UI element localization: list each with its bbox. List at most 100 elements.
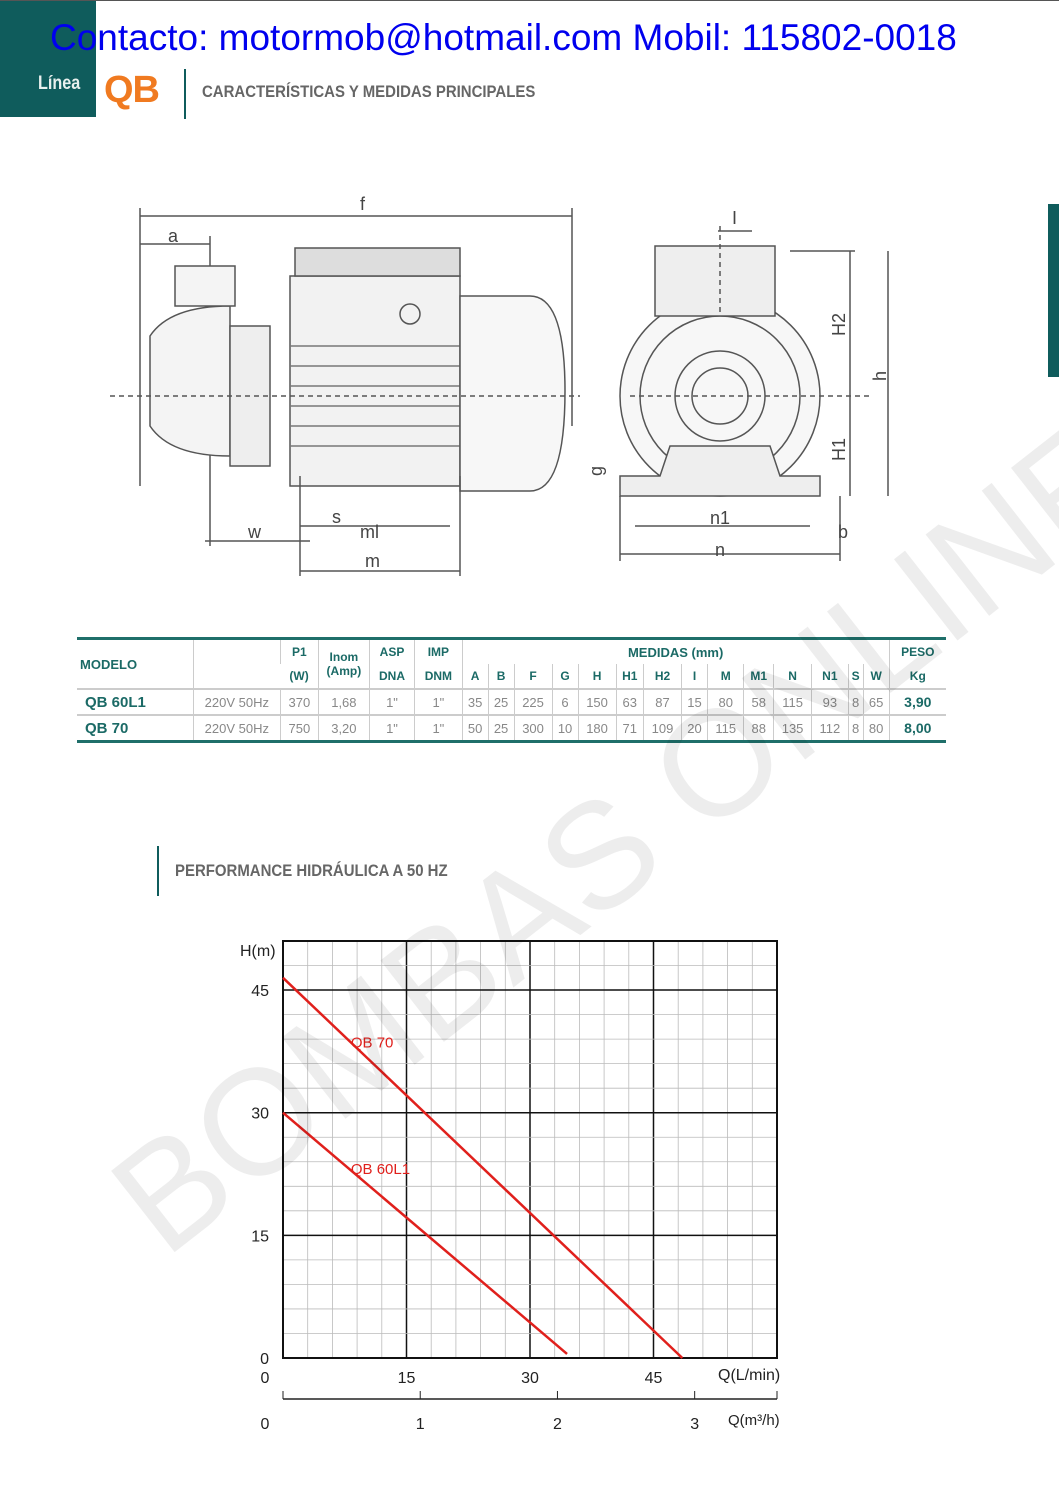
cell-dim: 15 bbox=[681, 688, 708, 715]
col-dim: H bbox=[577, 664, 617, 689]
cell-dim: 65 bbox=[862, 688, 890, 715]
series-line bbox=[282, 1111, 568, 1355]
col-dim: M1 bbox=[743, 664, 774, 689]
spec-table: MODELO P1 Inom (Amp) ASP IMP MEDIDAS (mm… bbox=[77, 637, 946, 743]
pump-drawing: f a w s ml m I H2 h H1 g n1 b n bbox=[110, 194, 890, 576]
col-asp: ASP bbox=[368, 638, 415, 664]
cell-inom: 1,68 bbox=[317, 688, 370, 715]
cell-dim: 8 bbox=[847, 714, 864, 742]
col-dim: H2 bbox=[642, 664, 682, 689]
contact-line[interactable]: Contacto: motormob@hotmail.com Mobil: 11… bbox=[50, 17, 957, 58]
cell-dim: 225 bbox=[513, 688, 553, 715]
dim-label: ml bbox=[360, 522, 379, 542]
x2-tick-label: 3 bbox=[690, 1416, 699, 1433]
dim-label: H2 bbox=[829, 313, 849, 336]
dim-label: w bbox=[247, 522, 262, 542]
unit-imp: DNM bbox=[414, 664, 463, 689]
unit-p1: (W) bbox=[289, 669, 309, 683]
cell-dim: 58 bbox=[743, 688, 774, 715]
col-peso: PESO bbox=[888, 638, 946, 664]
cell-inom: 3,20 bbox=[317, 714, 370, 742]
x-tick-label: 15 bbox=[398, 1370, 416, 1387]
x2-axis-label: Q(m³/h) bbox=[728, 1412, 780, 1429]
cell-dim: 6 bbox=[551, 688, 579, 715]
performance-title: PERFORMANCE HIDRÁULICA A 50 HZ bbox=[175, 861, 448, 880]
dim-label: n1 bbox=[710, 508, 730, 528]
cell-dim: 10 bbox=[551, 714, 579, 742]
header-band bbox=[0, 1, 96, 117]
col-dim: M bbox=[706, 664, 744, 689]
dim-label: a bbox=[168, 226, 179, 246]
plot-frame bbox=[282, 940, 778, 1359]
dim-label: H1 bbox=[829, 438, 849, 461]
section-title: CARACTERÍSTICAS Y MEDIDAS PRINCIPALES bbox=[202, 82, 536, 101]
cell-dim: 35 bbox=[461, 688, 489, 715]
col-medidas: MEDIDAS (mm) bbox=[461, 638, 890, 664]
divider bbox=[184, 69, 186, 119]
dim-label: s bbox=[332, 507, 341, 527]
edge-tab bbox=[1048, 204, 1059, 377]
col-dim: W bbox=[862, 664, 890, 689]
col-dim: N1 bbox=[811, 664, 849, 689]
cell-dim: 50 bbox=[461, 714, 489, 742]
x-tick-label: 30 bbox=[521, 1370, 539, 1387]
cell-modelo: QB 60L1 bbox=[77, 688, 194, 715]
unit-peso: Kg bbox=[888, 664, 946, 689]
col-p1: P1 bbox=[279, 638, 319, 664]
dim-label: h bbox=[870, 371, 890, 381]
y-tick-label: 0 bbox=[260, 1351, 269, 1368]
x-tick-label: 0 bbox=[261, 1370, 270, 1387]
cell-supply: 220V 50Hz bbox=[192, 714, 281, 742]
cell-asp: 1" bbox=[368, 714, 415, 742]
dim-label: g bbox=[586, 466, 606, 476]
x2-tick-label: 0 bbox=[261, 1416, 270, 1433]
cell-p1: 370 bbox=[279, 688, 319, 715]
x2-tick-label: 1 bbox=[416, 1416, 425, 1433]
series-label: QB 70 bbox=[351, 1034, 394, 1051]
col-imp: IMP bbox=[414, 638, 463, 664]
divider bbox=[157, 846, 159, 896]
x-axis-label: Q(L/min) bbox=[718, 1367, 780, 1384]
cell-dim: 87 bbox=[642, 688, 682, 715]
col-dim: N bbox=[773, 664, 812, 689]
cell-dim: 180 bbox=[577, 714, 617, 742]
cell-peso: 8,00 bbox=[888, 714, 946, 742]
col-dim: B bbox=[487, 664, 515, 689]
col-dim: S bbox=[847, 664, 864, 689]
linea-label: Línea bbox=[38, 73, 81, 94]
cell-dim: 115 bbox=[773, 688, 812, 715]
cell-dim: 8 bbox=[847, 688, 864, 715]
cell-dim: 80 bbox=[706, 688, 744, 715]
dim-label: n bbox=[715, 540, 725, 560]
cell-dim: 93 bbox=[811, 688, 849, 715]
dim-label: b bbox=[838, 522, 848, 542]
cell-dim: 109 bbox=[642, 714, 682, 742]
col-supply bbox=[192, 638, 281, 689]
cell-dim: 135 bbox=[773, 714, 812, 742]
col-modelo: MODELO bbox=[80, 656, 138, 672]
col-dim: F bbox=[513, 664, 553, 689]
y-tick-label: 30 bbox=[251, 1106, 269, 1123]
col-dim: G bbox=[551, 664, 579, 689]
unit-asp: DNA bbox=[368, 664, 415, 689]
x2-tick-label: 2 bbox=[553, 1416, 562, 1433]
cell-imp: 1" bbox=[414, 688, 463, 715]
series-label: QB 60L1 bbox=[351, 1161, 410, 1178]
cell-dim: 25 bbox=[487, 714, 515, 742]
cell-dim: 150 bbox=[577, 688, 617, 715]
cell-p1: 750 bbox=[279, 714, 319, 742]
cell-dim: 25 bbox=[487, 688, 515, 715]
cell-dim: 88 bbox=[743, 714, 774, 742]
y-tick-label: 45 bbox=[251, 983, 269, 1000]
dim-label: f bbox=[360, 194, 366, 214]
cell-imp: 1" bbox=[414, 714, 463, 742]
col-dim: I bbox=[681, 664, 708, 689]
cell-dim: 115 bbox=[706, 714, 744, 742]
col-inom: Inom (Amp) bbox=[317, 638, 370, 689]
cell-dim: 300 bbox=[513, 714, 553, 742]
cell-supply: 220V 50Hz bbox=[192, 688, 281, 715]
cell-dim: 71 bbox=[615, 714, 644, 742]
cell-dim: 63 bbox=[615, 688, 644, 715]
dim-label: I bbox=[732, 208, 737, 228]
